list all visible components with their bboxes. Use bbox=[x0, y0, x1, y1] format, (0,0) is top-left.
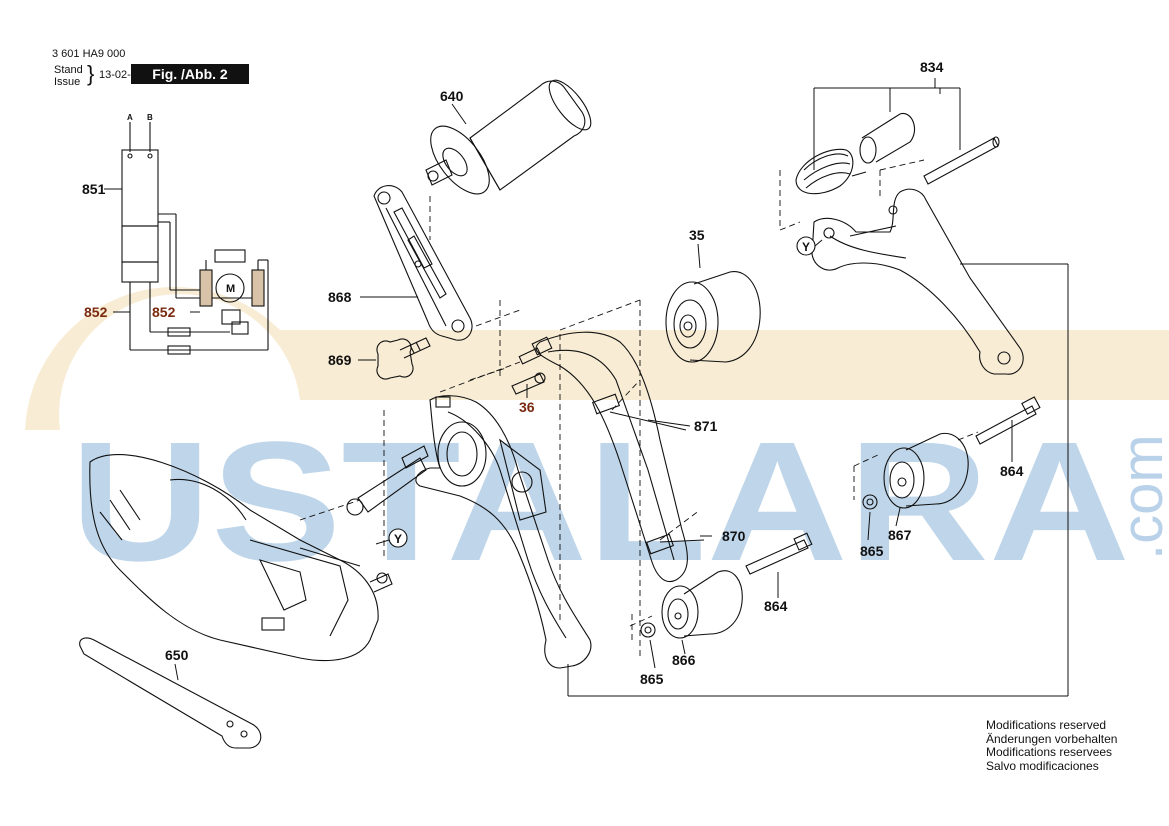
belt-cover-871 bbox=[511, 331, 688, 582]
issue-label: Issue bbox=[54, 76, 81, 88]
callout-870: 870 bbox=[722, 528, 746, 544]
handle-bracket-868 bbox=[373, 185, 473, 341]
svg-text:Y: Y bbox=[394, 532, 402, 546]
modifications-note: Modifications reserved Änderungen vorbeh… bbox=[986, 718, 1118, 773]
callout-871: 871 bbox=[694, 418, 718, 434]
switch-851 bbox=[121, 149, 159, 227]
callout-866: 866 bbox=[672, 652, 696, 668]
callout-852-left: 852 bbox=[84, 304, 108, 320]
stand-label: Stand bbox=[54, 64, 83, 76]
callout-650: 650 bbox=[165, 647, 189, 663]
brace-glyph: } bbox=[87, 61, 95, 86]
spanner-650 bbox=[79, 637, 262, 749]
callout-868: 868 bbox=[328, 289, 352, 305]
knob-screw-869 bbox=[376, 337, 431, 380]
watermark-suffix: .com bbox=[1110, 434, 1169, 560]
callout-640: 640 bbox=[440, 88, 464, 104]
watermark-text: USTALARA bbox=[70, 407, 1130, 597]
roller-866 bbox=[640, 532, 813, 639]
roller-867 bbox=[862, 396, 1041, 510]
modifications-line-de: Änderungen vorbehalten bbox=[986, 731, 1118, 746]
motor-symbol bbox=[215, 273, 245, 303]
callout-852-right: 852 bbox=[152, 304, 176, 320]
callout-834: 834 bbox=[920, 59, 944, 75]
motor-label: M bbox=[226, 283, 235, 295]
callout-864-left: 864 bbox=[764, 598, 788, 614]
roller-35 bbox=[665, 271, 761, 363]
modifications-line-es: Salvo modificaciones bbox=[986, 758, 1099, 773]
part-callouts: 640 834 35 868 869 36 871 864 870 865 86… bbox=[82, 59, 1024, 687]
auxiliary-handle-640 bbox=[425, 79, 592, 195]
figure-label: Fig. /Abb. 2 bbox=[131, 64, 249, 84]
y-marker-right: Y bbox=[796, 236, 823, 256]
modifications-line-en: Modifications reserved bbox=[986, 718, 1107, 732]
callout-869: 869 bbox=[328, 352, 352, 368]
callout-864-right: 864 bbox=[1000, 463, 1024, 479]
terminal-a-label: A bbox=[127, 113, 133, 122]
callout-35: 35 bbox=[689, 227, 705, 243]
modifications-line-fr: Modifications reservees bbox=[986, 745, 1113, 759]
callout-851: 851 bbox=[82, 181, 106, 197]
svg-text:Y: Y bbox=[802, 240, 810, 254]
wiring-schematic bbox=[121, 122, 269, 355]
callout-867: 867 bbox=[888, 527, 912, 543]
watermark: USTALARA .com bbox=[25, 286, 1169, 597]
terminal-b-label: B bbox=[147, 113, 153, 122]
callout-865-left: 865 bbox=[640, 671, 664, 687]
guard-arm-871 bbox=[346, 395, 592, 669]
callout-36: 36 bbox=[519, 399, 535, 415]
callout-865-right: 865 bbox=[860, 543, 884, 559]
grinder-body bbox=[89, 454, 393, 662]
y-marker-left: Y bbox=[375, 528, 408, 548]
part-number: 3 601 HA9 000 bbox=[52, 48, 126, 60]
